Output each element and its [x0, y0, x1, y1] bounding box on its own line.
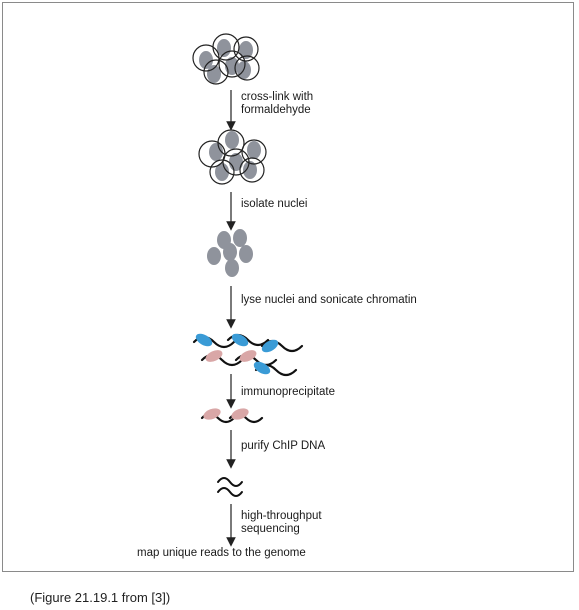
purified-dna: [217, 477, 243, 497]
step-2-label: isolate nuclei: [241, 198, 307, 210]
step-6-label-line-1: high-throughput: [241, 510, 322, 522]
step-5-label: purify ChIP DNA: [241, 440, 325, 452]
step-3-label: lyse nuclei and sonicate chromatin: [241, 294, 417, 306]
step-6-label-line-2: sequencing: [241, 523, 300, 535]
figure-caption: (Figure 21.19.1 from [3]): [30, 590, 171, 605]
step-1-label-line-1: cross-link with: [241, 91, 313, 103]
step-4-label: immunoprecipitate: [241, 386, 335, 398]
isolated-nuclei: [207, 229, 253, 277]
step-1-label-line-2: formaldehyde: [241, 104, 311, 116]
chip-seq-workflow-diagram: cross-link with formaldehyde isolate nuc…: [137, 33, 417, 559]
final-step-label: map unique reads to the genome: [137, 547, 306, 559]
immunoprecipitated-fragments: [200, 408, 264, 424]
cells-cluster-stage-2: [198, 129, 267, 185]
figure-frame: [2, 2, 574, 572]
chromatin-fragments: [192, 333, 304, 377]
cells-cluster-stage-1: [192, 33, 260, 85]
